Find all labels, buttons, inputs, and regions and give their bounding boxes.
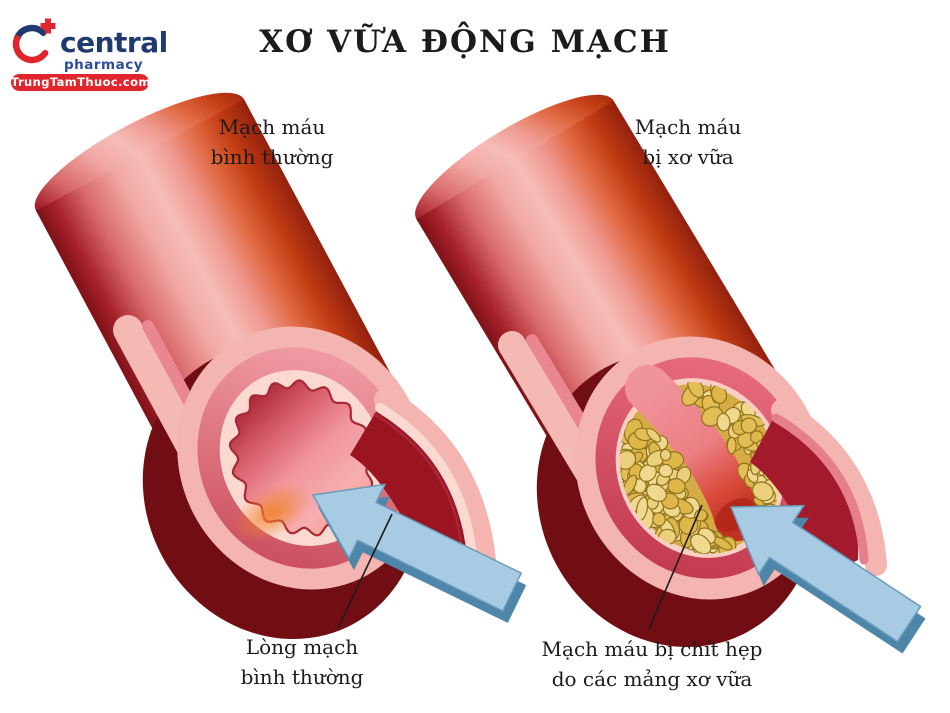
logo-c-plus-icon — [12, 18, 56, 64]
label-line: bình thường — [240, 665, 364, 689]
cut-rim-inner — [375, 403, 477, 561]
label-line: bình thường — [210, 145, 334, 169]
label-normal-vessel: Mạch máu bình thường — [211, 112, 334, 172]
central-pharmacy-logo: central pharmacy TrungTamThuoc.com — [10, 12, 170, 92]
label-line: Mạch máu — [218, 115, 326, 139]
lumen-extension — [750, 415, 859, 578]
label-sclerotic-vessel: Mạch máu bị xơ vữa — [635, 112, 742, 172]
logo-tagline-text: pharmacy — [64, 57, 144, 73]
cut-rim-inner — [771, 413, 869, 565]
lumen-glow — [233, 482, 311, 542]
label-line: Mạch máu — [634, 115, 742, 139]
logo-badge: TrungTamThuoc.com — [11, 74, 151, 91]
leader-line-narrowed — [648, 504, 703, 630]
label-line: Mạch máu bị chít hẹp — [541, 637, 763, 661]
cut-rim-outer — [771, 399, 887, 576]
cut-rim-outer — [374, 388, 496, 572]
label-narrowed-vessel: Mạch máu bị chít hẹp do các mảng xơ vữa — [542, 634, 763, 694]
logo-brand-text: central — [60, 26, 168, 59]
label-normal-lumen: Lòng mạch bình thường — [241, 632, 364, 692]
cut-rim-intima-line — [373, 412, 464, 553]
label-line: bị xơ vữa — [642, 145, 734, 169]
blood-flow-arrows — [311, 483, 926, 654]
label-line: Lòng mạch — [245, 635, 359, 659]
leader-line-normal-lumen — [337, 513, 393, 629]
label-line: do các mảng xơ vữa — [551, 667, 753, 691]
diagram-title: XƠ VỮA ĐỘNG MẠCH — [259, 24, 671, 60]
